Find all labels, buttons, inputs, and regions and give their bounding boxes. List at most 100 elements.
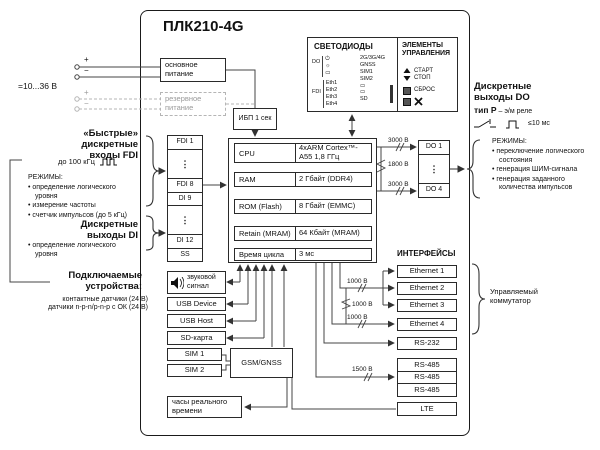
do-mode-item: генерация заданного количества импульсов xyxy=(492,176,594,193)
managed-switch-line1: Управляемый xyxy=(490,287,538,296)
led-sd: SD xyxy=(360,96,368,103)
interfaces-title: ИНТЕРФЕЙСЫ xyxy=(397,249,456,258)
di-heading: Дискретные выходы DI xyxy=(30,219,138,242)
minus-sign-backup: − xyxy=(84,99,89,108)
fdi-modes-list: определение логического уровня измерение… xyxy=(28,184,140,221)
isolation-1800v: 1800 В xyxy=(388,161,409,168)
do-dots: ⋮ xyxy=(429,163,439,174)
do-mode-item: переключение логического состояния xyxy=(492,148,594,165)
led-eth2: Eth2 xyxy=(325,86,338,93)
led-right-rows: 2G/3G/4G GNSS SIM1 SIM2 ▭ ▭ SD xyxy=(360,55,385,103)
rs232-box: RS-232 xyxy=(397,337,457,350)
rs485-group-box: RS-485 RS-485 RS-485 xyxy=(397,358,457,397)
service-tools-icon xyxy=(414,97,423,106)
cpu-row: Retain (MRAM) 64 Кбайт (MRAM) xyxy=(234,226,372,241)
start-stop-arrow-icon xyxy=(403,68,411,81)
do-heading-line2: выходы DO xyxy=(474,91,530,103)
usb-device-box: USB Device xyxy=(167,297,226,311)
sound-label-line1: звуковой xyxy=(187,274,216,282)
ethernet1-box: Ethernet 1 xyxy=(397,265,457,278)
do-terminal-block: DO 1 ⋮ DO 4 xyxy=(418,140,450,198)
cpu-row: Время цикла 3 мс xyxy=(234,248,372,261)
signal-bar-icon xyxy=(390,85,393,103)
ethernet2-box: Ethernet 2 xyxy=(397,282,457,295)
do-heading: Дискретные выходы DO xyxy=(474,81,531,104)
ethernet-switch-brace xyxy=(471,263,486,335)
devices-list: контактные датчики (24 В) датчики n-p-n/… xyxy=(20,296,148,312)
pulse-train-icon xyxy=(100,158,117,166)
led-run-icon: ☼ xyxy=(325,62,331,69)
fdi-mode-item: измерение частоты xyxy=(28,202,140,211)
rs485-row: RS-485 xyxy=(414,384,440,394)
cpu-row-label: ROM (Flash) xyxy=(234,199,296,214)
devices-heading-line1: Подключаемые xyxy=(68,270,142,281)
io-row-di12: DI 12 xyxy=(168,234,202,249)
isolation-3000v-bottom: 3000 В xyxy=(388,181,409,188)
cpu-row-value: 2 Гбайт (DDR4) xyxy=(296,172,372,187)
rs485-row: RS-485 xyxy=(398,359,456,372)
reset-label: СБРОС xyxy=(414,87,436,93)
main-power-box: основное питание xyxy=(160,58,226,82)
isolation-3000v-top: 3000 В xyxy=(388,137,409,144)
do-row-1: DO 1 xyxy=(419,141,449,155)
led-cell: 2G/3G/4G xyxy=(360,55,386,61)
devices-heading: Подключаемые устройства: xyxy=(30,270,142,293)
gsm-gnss-box: GSM/GNSS xyxy=(230,348,293,378)
io-row-fdi8: FDI 8 xyxy=(168,178,202,193)
supply-voltage-label: =10...36 В xyxy=(18,81,57,91)
led-eth1: Eth1 xyxy=(325,80,338,86)
fdi-mode-item: счетчик импульсов (до 5 кГц) xyxy=(28,212,140,221)
ethernet3-box: Ethernet 3 xyxy=(397,299,457,312)
di-mode-item: определение логического уровня xyxy=(28,242,140,259)
led-eth3: Eth3 xyxy=(325,93,338,100)
isolation-1000v-mid: 1000 В xyxy=(352,301,373,308)
fdi-heading: «Быстрые» дискретные входы FDI xyxy=(30,128,138,162)
led-panel: СВЕТОДИОДЫ DO ⏻ ☼ ▭ FDI Eth1 Eth2 Eth3 E… xyxy=(307,37,398,112)
fdi-mode-item: определение логического уровня xyxy=(28,184,140,201)
device-item: датчики n-p-n/p-n-p с ОК (24 В) xyxy=(47,304,148,312)
backup-power-label: резервное питание xyxy=(165,94,202,112)
fdi-heading-line2: входы FDI xyxy=(89,149,138,161)
led-gnss: GNSS xyxy=(360,61,376,68)
relay-contact-icon xyxy=(474,119,496,128)
cpu-row-value: 8 Гбайт (EMMC) xyxy=(296,199,372,214)
led-slot1-icon: ▭ xyxy=(360,82,366,89)
led-group-do-label: DO xyxy=(312,59,321,65)
backup-power-box: резервное питание xyxy=(160,92,226,116)
isolation-1000v-top: 1000 В xyxy=(347,278,368,285)
device-item: контактные датчики (24 В) xyxy=(62,296,148,303)
led-fdi-rows: Eth1 Eth2 Eth3 Eth4 xyxy=(322,80,338,108)
di-heading-line2: выходы DI xyxy=(87,229,138,241)
led-sim2: SIM2 xyxy=(360,75,373,82)
sound-signal-box: звуковой сигнал xyxy=(167,271,226,294)
main-power-label: основное питание xyxy=(165,60,198,78)
sound-label-line2: сигнал xyxy=(187,282,209,290)
rs485-row: RS-485 xyxy=(398,372,456,385)
di-modes-list: определение логического уровня xyxy=(28,242,140,260)
io-terminal-block: FDI 1 ⋮ FDI 8 DI 9 ⋮ DI 12 SS xyxy=(167,135,203,262)
rtc-label: часы реального времени xyxy=(172,397,228,415)
start-label: СТАРТ xyxy=(414,68,433,74)
isolation-1000v-bottom: 1000 В xyxy=(347,314,368,321)
led-group-fdi-label: FDI xyxy=(312,89,321,95)
fdi-heading-line1: «Быстрые» дискретные xyxy=(81,128,138,150)
minus-sign-main: − xyxy=(84,66,89,75)
sim1-box: SIM 1 xyxy=(167,348,222,361)
cpu-row-label: Retain (MRAM) xyxy=(234,226,296,241)
fdi-modes-title: РЕЖИМЫ: xyxy=(28,174,63,181)
do-type-label: тип Р – э/м реле xyxy=(474,105,532,116)
io-row-di9: DI 9 xyxy=(168,193,202,206)
cpu-row-value: 64 Кбайт (MRAM) xyxy=(296,226,372,241)
control-elements-panel: ЭЛЕМЕНТЫ УПРАВЛЕНИЯ СТАРТ СТОП СБРОС xyxy=(398,37,458,112)
page-title: ПЛК210-4G xyxy=(163,18,244,35)
plus-sign-backup: + xyxy=(84,88,89,97)
cpu-row-label: CPU xyxy=(234,143,296,163)
di-heading-line1: Дискретные xyxy=(80,219,138,230)
led-slot2-icon: ▭ xyxy=(360,89,366,96)
led-eth4: Eth4 xyxy=(325,100,338,107)
cpu-row: ROM (Flash) 8 Гбайт (EMMC) xyxy=(234,199,372,214)
speaker-icon xyxy=(171,276,184,289)
cpu-row-label: Время цикла xyxy=(234,248,296,261)
do-switch-time: ≤10 мс xyxy=(528,120,550,127)
